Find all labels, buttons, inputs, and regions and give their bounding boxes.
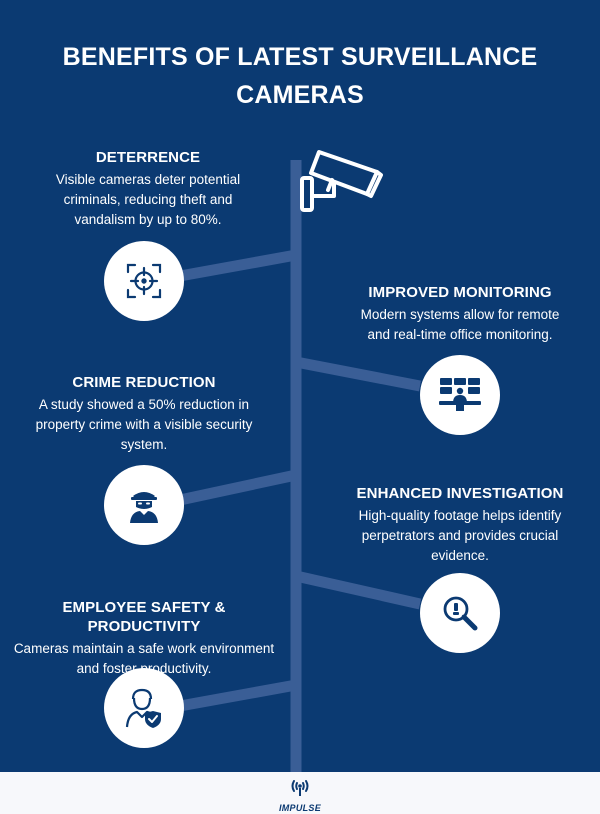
branch-employee-safety [179,679,297,712]
antenna-signal-icon [291,780,309,796]
branch-crime-reduction [178,469,298,506]
branch-deterrence [179,249,297,282]
monitoring-station-icon [439,378,481,411]
investigation-icon-circle [420,573,500,653]
title-line-1: BENEFITS OF LATEST SURVEILLANCE [62,43,538,71]
benefit-enhanced-investigation: ENHANCED INVESTIGATION High-quality foot… [352,484,568,566]
benefit-crime-reduction: CRIME REDUCTION A study showed a 50% red… [30,373,258,455]
employee-shield-icon [125,688,161,728]
benefit-text: A study showed a 50% reduction in proper… [35,397,253,452]
branch-monitoring [294,356,422,392]
benefit-heading: EMPLOYEE SAFETY & PRODUCTIVITY [62,599,226,635]
crime-reduction-icon-circle [104,465,184,545]
deterrence-icon-circle [104,241,184,321]
monitoring-icon-circle [420,355,500,435]
brand-logo: IMPULSE [275,779,325,813]
benefit-text: Cameras maintain a safe work environment… [13,641,275,676]
benefit-heading: ENHANCED INVESTIGATION [356,485,564,502]
benefit-text: Modern systems allow for remote and real… [360,307,560,342]
benefit-heading: IMPROVED MONITORING [368,284,552,301]
page-title: BENEFITS OF LATEST SURVEILLANCE CAMERAS [0,38,600,114]
branch-investigation [294,570,422,610]
benefit-heading: DETERRENCE [95,149,201,166]
security-camera-icon [300,150,383,212]
crosshair-target-icon [126,263,162,299]
employee-safety-icon-circle [104,668,184,748]
benefit-text: High-quality footage helps identify perp… [358,508,562,563]
benefit-employee-safety: EMPLOYEE SAFETY & PRODUCTIVITY Cameras m… [10,598,278,679]
benefit-heading: CRIME REDUCTION [72,374,216,391]
burglar-icon [130,492,158,523]
brand-name: IMPULSE [278,803,322,813]
benefit-text: Visible cameras deter potential criminal… [55,172,241,227]
benefit-improved-monitoring: IMPROVED MONITORING Modern systems allow… [352,283,568,345]
benefit-deterrence: DETERRENCE Visible cameras deter potenti… [38,148,258,230]
magnifier-evidence-icon [443,596,478,631]
title-line-2: CAMERAS [236,81,364,109]
